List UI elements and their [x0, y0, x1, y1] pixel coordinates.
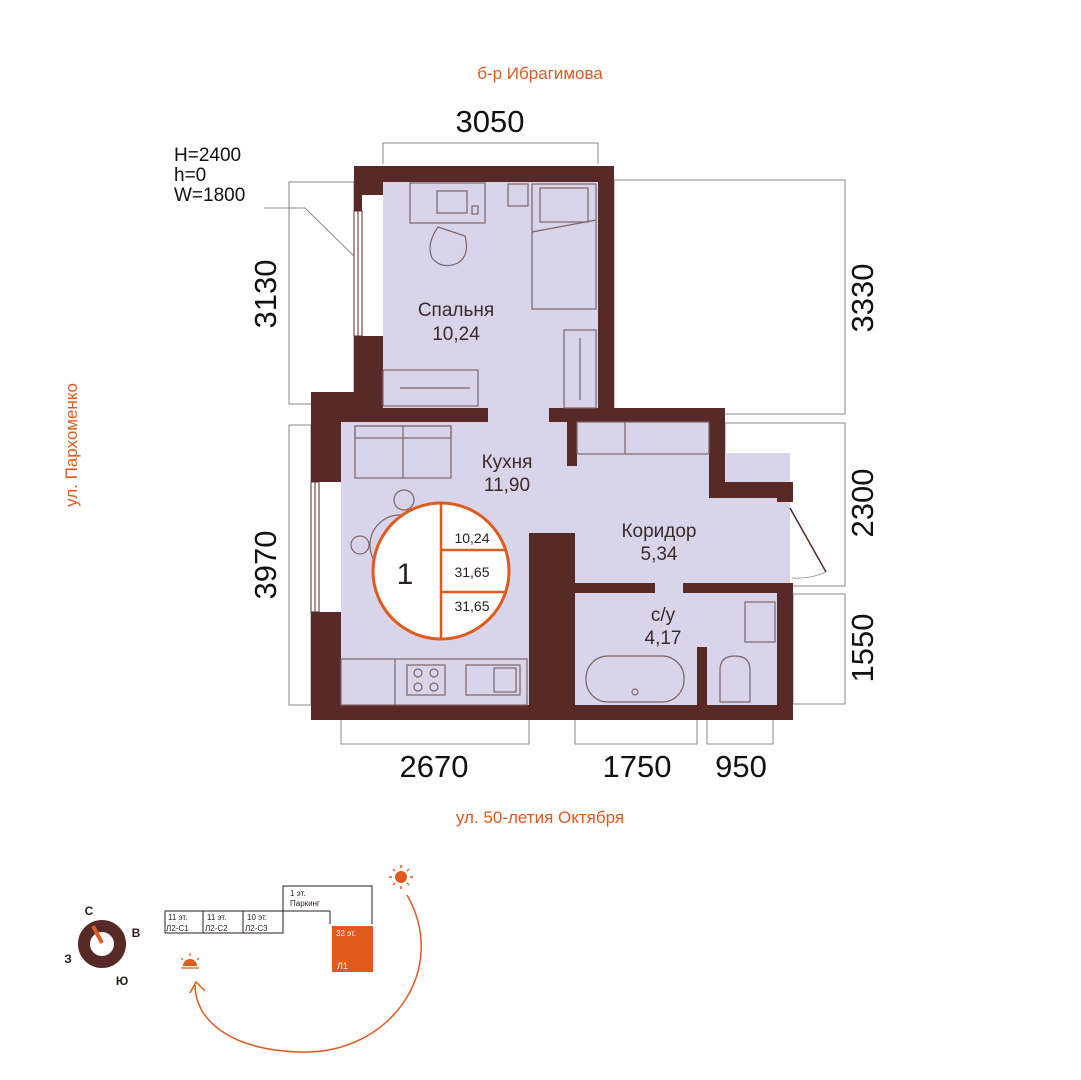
street-top-label: б-р Ибрагимова	[477, 64, 603, 83]
block-1-label: Л2-С1	[166, 924, 189, 933]
sun-arc	[194, 894, 422, 1053]
sun-path	[180, 865, 422, 1053]
badge-area-living: 10,24	[454, 530, 489, 546]
block-2-label: Л2-С2	[205, 924, 228, 933]
compass-north: С	[85, 904, 94, 918]
window-spec: H=2400 h=0 W=1800	[174, 145, 245, 206]
sun-arc-arrow	[189, 980, 206, 994]
street-bottom-label: ул. 50-летия Октября	[456, 808, 624, 827]
entry-door	[789, 507, 827, 579]
compass-ring	[78, 920, 126, 968]
current-building-label: Л1	[337, 961, 348, 971]
furniture	[340, 182, 776, 706]
block-3-label: Л2-С3	[245, 924, 268, 933]
window-spec-width: W=1800	[174, 185, 245, 206]
room-wc-area: 4,17	[645, 628, 682, 649]
current-building	[332, 926, 373, 972]
parking-label: Паркинг	[290, 899, 320, 908]
room-bedroom-name: Спальня	[418, 300, 494, 321]
compass-needle	[91, 925, 104, 944]
dim-bottom-middle: 1750	[603, 749, 672, 784]
windows	[310, 210, 363, 613]
compass-west: З	[64, 952, 72, 966]
site-plan: 11 эт. Л2-С1 11 эт. Л2-С2 10 эт. Л2-С3 1…	[164, 885, 373, 972]
dim-right-middle: 2300	[845, 469, 880, 538]
current-building-floors: 32 эт.	[336, 929, 356, 938]
block-1-floors: 11 эт.	[168, 913, 187, 922]
compass-south: Ю	[116, 974, 128, 988]
street-left-label: ул. Пархоменко	[62, 383, 81, 507]
badge-area-total: 31,65	[454, 564, 489, 580]
block-3-floors: 10 эт.	[247, 913, 267, 922]
floor-corridor	[575, 453, 790, 583]
area-badge: 1 10,24 31,65 31,65	[371, 501, 511, 641]
sunset-icon	[180, 953, 200, 969]
floor-wc	[575, 583, 777, 705]
room-corridor-name: Коридор	[621, 521, 696, 542]
badge-rooms-count: 1	[397, 558, 414, 591]
compass: С В Ю З	[64, 904, 140, 988]
window-spec-height: H=2400	[174, 145, 241, 166]
room-kitchen-name: Кухня	[482, 452, 533, 473]
room-wc-name: с/у	[651, 605, 676, 626]
floor-bedroom	[383, 182, 598, 410]
dim-right-upper: 3330	[845, 264, 880, 333]
sun-icon	[389, 865, 413, 889]
compass-east: В	[132, 926, 141, 940]
walls	[311, 166, 793, 720]
dim-left-lower: 3970	[248, 531, 283, 600]
room-kitchen-area: 11,90	[484, 475, 530, 496]
block-2-floors: 11 эт.	[207, 913, 226, 922]
dim-right-lower: 1550	[845, 614, 880, 683]
dimension-labels: 3050 3130 3970 3330 2300 1550 2670 1750 …	[248, 104, 880, 784]
window-spec-sill: h=0	[174, 165, 206, 186]
room-labels: Спальня 10,24 Кухня 11,90 Коридор 5,34 с…	[418, 300, 697, 649]
parking-floors: 1 эт.	[290, 889, 306, 898]
dim-left-upper: 3130	[248, 260, 283, 329]
dim-bottom-left: 2670	[400, 749, 469, 784]
dim-top: 3050	[456, 104, 525, 139]
room-corridor-area: 5,34	[641, 544, 678, 565]
dim-bottom-right: 950	[715, 749, 767, 784]
room-bedroom-area: 10,24	[432, 324, 480, 345]
badge-area-total-balcony: 31,65	[454, 598, 489, 614]
